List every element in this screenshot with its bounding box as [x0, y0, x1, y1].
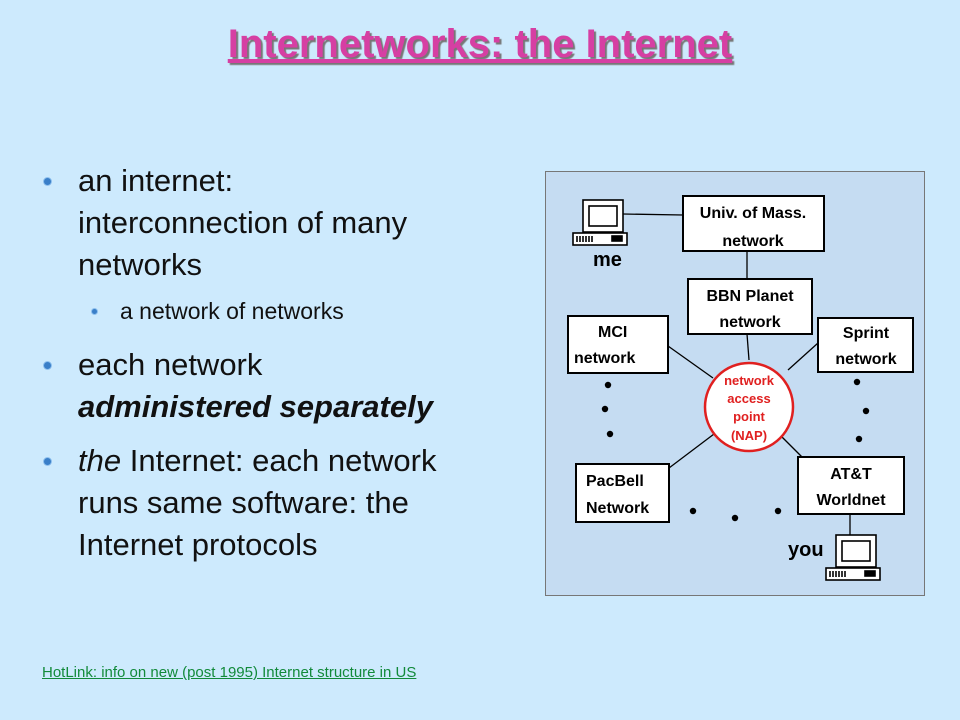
nap-line4: (NAP) — [731, 428, 767, 443]
nap-line2: access — [727, 391, 770, 406]
me-label: me — [593, 249, 622, 271]
pacbell-line2: Network — [586, 500, 649, 517]
mci-line2: network — [574, 350, 635, 367]
umass-line2: network — [722, 233, 783, 250]
network-box-umass: Univ. of Mass. network — [682, 195, 825, 252]
hotlink[interactable]: HotLink: info on new (post 1995) Interne… — [42, 664, 417, 681]
bullet-text: interconnection of many — [78, 205, 408, 240]
pacbell-line1: PacBell — [586, 473, 644, 490]
network-box-sprint: Sprint network — [817, 317, 914, 373]
bullet-emphasis-text: administered separately — [78, 389, 433, 424]
sprint-line1: Sprint — [843, 325, 890, 342]
bullet-same-software: the Internet: each network runs same sof… — [42, 440, 522, 566]
sprint-line2: network — [835, 351, 896, 368]
network-box-mci: MCI network — [567, 315, 669, 374]
bullet-text: an internet: — [78, 163, 234, 198]
bbn-line1: BBN Planet — [706, 288, 794, 305]
network-box-pacbell: PacBell Network — [575, 463, 670, 523]
bullet-text: networks — [78, 247, 203, 282]
page-title: Internetworks: the Internet — [227, 22, 733, 66]
umass-line1: Univ. of Mass. — [700, 205, 806, 222]
bullet-text: each network — [78, 347, 263, 382]
sub-bullet-text: a network of networks — [120, 298, 344, 324]
computer-me-icon — [572, 199, 628, 246]
sub-bullet-network-of-networks: a network of networks — [42, 296, 522, 326]
internet-diagram: me you Univ. of Mass. network BBN Planet… — [545, 171, 925, 596]
mci-line1: MCI — [598, 324, 627, 341]
bullet-text: Internet: each network — [121, 443, 437, 478]
network-box-bbn: BBN Planet network — [687, 278, 813, 335]
bbn-line2: network — [719, 314, 780, 331]
nap-circle: network access point (NAP) — [703, 361, 795, 453]
bullet-text: runs same software: the — [78, 485, 409, 520]
you-label: you — [788, 539, 824, 561]
bullet-internet-definition: an internet: interconnection of many net… — [42, 160, 522, 286]
bullet-emphasis-text: the — [78, 443, 122, 478]
bullet-list: an internet: interconnection of many net… — [42, 160, 522, 578]
network-box-att: AT&T Worldnet — [797, 456, 905, 515]
att-line1: AT&T — [830, 466, 872, 483]
att-line2: Worldnet — [816, 492, 886, 509]
bullet-text: Internet protocols — [78, 527, 318, 562]
computer-you-icon — [825, 534, 881, 581]
nap-line1: network — [724, 373, 775, 388]
ellipsis-dots — [601, 378, 870, 522]
nap-line3: point — [733, 409, 765, 424]
bullet-administered-separately: each network administered separately — [42, 344, 522, 428]
